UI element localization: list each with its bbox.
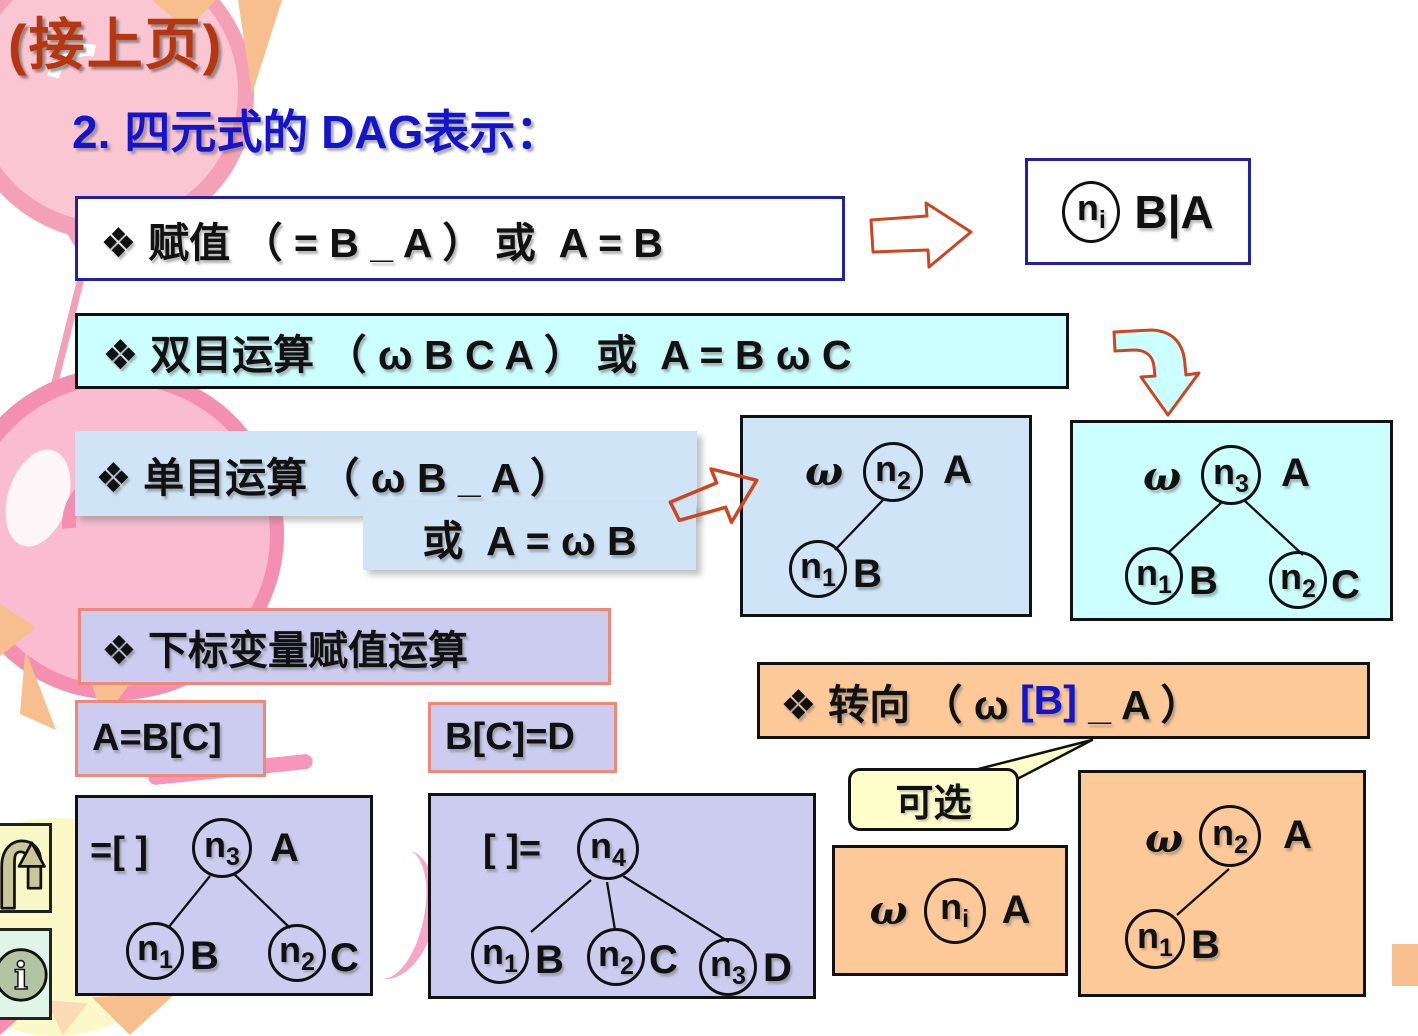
example-fetch-box: A=B[C] [75,700,266,777]
tree-edges [530,875,730,943]
node-circle-n3: n3 [699,938,757,996]
section-title-text: 四元式的 DAG表示： [124,106,562,158]
tree-edges [1176,868,1230,916]
node-label-c: C [649,938,678,982]
node-circle-n1: n1 [126,922,184,980]
node-circle-n1: n1 [1125,547,1183,605]
return-icon [0,839,46,910]
node-label-b: B [1189,559,1218,603]
rule-binary-text: ❖ 双目运算 （ ω B C A ） 或 A = B ω C [102,332,852,378]
rule-jump-suffix: _ A ） [1076,681,1202,728]
jump-node-box: ω ni A [832,845,1068,976]
svg-text:i: i [14,954,28,998]
node-circle-n2: n2 [863,442,923,502]
node-circle: ni [1062,180,1121,243]
node-circle-n2: n2 [1269,551,1327,609]
rule-unary-box-line2: 或 A = ω B [363,503,696,570]
node-label-c: C [330,936,359,980]
rule-jump-prefix: ❖ 转向 （ ω [780,681,1020,728]
omega-op: ω [1143,453,1182,500]
rule-jump-box: ❖ 转向 （ ω [B] _ A ） [757,662,1370,739]
section-title: 2.四元式的 DAG表示： [72,96,561,162]
rule-unary-text1: ❖ 单目运算 （ ω B _ A ） [95,454,572,501]
rule-unary-text2: 或 A = ω B [422,517,637,564]
node-label-a: A [1281,451,1310,495]
node-circle-n4: n4 [577,818,639,880]
fetch-dag-box: =[ ] n3 A n1 B n2 C [75,795,373,996]
node-label-a: A [270,826,299,870]
tree-edges [1167,500,1304,556]
omega-op: ω [805,448,844,495]
node-circle-n1: n1 [471,926,529,984]
continued-heading: (接上页) [8,13,224,76]
node-circle-n2: n2 [1199,805,1261,867]
binary-dag-box: ω n3 A n1 B n2 C [1070,420,1393,621]
rule-jump-optional-bracket: [B] [1019,677,1077,723]
node-label-b: B [535,938,564,982]
node-label-c: C [1331,563,1360,607]
example-fetch-text: A=B[C] [92,717,222,759]
omega-op: ω [869,887,908,934]
node-label-d: D [763,946,792,990]
node-label-a: A [1001,888,1031,932]
tree-edges [167,873,291,929]
rule-assign-box: ❖ 赋值 （ = B _ A ） 或 A = B [75,196,845,281]
store-op: [ ]= [483,828,542,870]
node-id: ni [1076,187,1106,235]
assign-result-box: ni B|A [1025,158,1251,265]
node-circle-n3: n3 [1201,445,1261,505]
section-number: 2. [72,106,111,158]
store-dag-box: [ ]= n4 n1 B n2 C n3 D [428,793,816,999]
optional-callout: 可选 [848,768,1019,831]
return-button[interactable] [0,823,52,913]
arrow-bend-icon [1112,328,1201,417]
info-icon: i [0,948,48,1002]
arrow-right-icon [869,201,973,269]
unary-dag-box: ω n2 A n1 B [740,415,1032,617]
node-label-b: B [853,552,882,596]
node-circle-n2: n2 [587,928,645,986]
node-label-b: B [1191,923,1220,967]
fetch-op: =[ ] [90,830,149,872]
rule-subscript-text: ❖ 下标变量赋值运算 [101,628,468,673]
node-circle-n1: n1 [1125,909,1185,969]
omega-op: ω [1145,815,1184,862]
info-button[interactable]: i [0,928,52,1020]
rule-assign-text: ❖ 赋值 （ = B _ A ） 或 A = B [100,219,664,266]
node-circle-n1: n1 [789,540,847,598]
triangle-decoration [1392,944,1418,986]
node-circle-ni: ni [923,877,986,944]
node-label-a: A [943,448,972,492]
optional-callout-text: 可选 [895,783,972,825]
node-identifier-list: B|A [1134,185,1214,238]
example-store-text: B[C]=D [445,716,575,758]
jump-dag-box: ω n2 A n1 B [1078,770,1366,997]
arrow-right-small-icon [668,467,759,524]
example-store-box: B[C]=D [428,702,617,773]
rule-unary-box-line1: ❖ 单目运算 （ ω B _ A ） [75,431,697,516]
node-circle-n2: n2 [268,924,326,982]
rule-subscript-box: ❖ 下标变量赋值运算 [78,608,611,685]
tree-edges [834,499,884,551]
node-label-a: A [1283,813,1312,857]
node-circle-n3: n3 [192,818,252,878]
node-label-b: B [190,934,219,978]
rule-binary-box: ❖ 双目运算 （ ω B C A ） 或 A = B ω C [75,313,1069,389]
